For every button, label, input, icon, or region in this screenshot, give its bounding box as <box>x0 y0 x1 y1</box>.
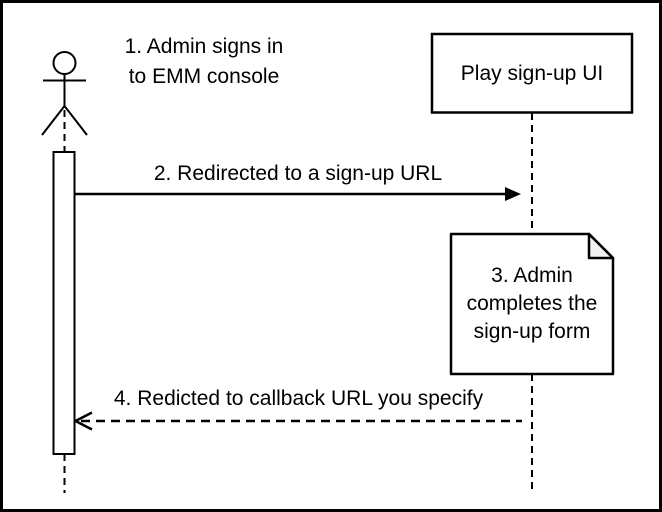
participant-box-label: Play sign-up UI <box>460 61 604 85</box>
message-4-arrow <box>74 411 522 431</box>
step1-annotation: 1. Admin signs in to EMM console <box>124 35 284 88</box>
note-fold-icon <box>587 232 615 260</box>
actor-leg-right <box>63 105 88 136</box>
note-shape <box>449 232 615 376</box>
actor-icon <box>41 51 88 136</box>
actor-leg-left <box>41 105 66 136</box>
diagram-shapes <box>41 32 634 493</box>
filled-arrowhead-icon <box>505 187 521 201</box>
message-2-label: 2. Redirected to a sign-up URL <box>153 162 443 185</box>
open-arrowhead-icon <box>74 411 93 431</box>
participant-box <box>430 32 634 114</box>
activation-bar <box>52 151 76 455</box>
message-4-label: 4. Redicted to callback URL you specify <box>113 387 484 410</box>
actor-head <box>52 51 77 75</box>
message-2-arrow <box>74 187 521 201</box>
note-label: 3. Admin completes the sign-up form <box>466 264 598 343</box>
